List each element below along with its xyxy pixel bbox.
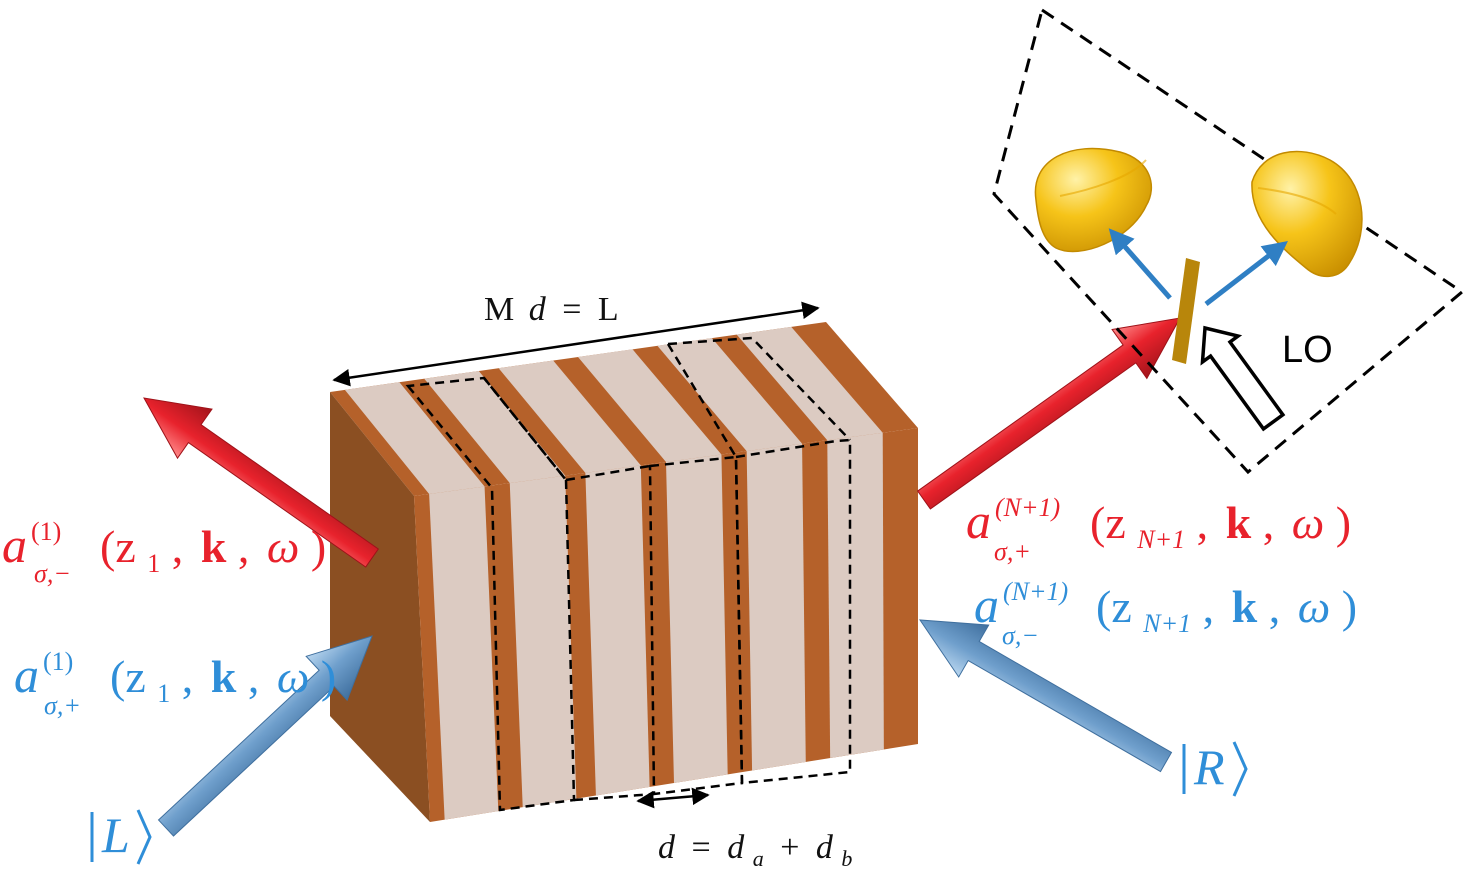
lo-sup: (1) [31, 517, 61, 546]
front-light-layer [509, 475, 577, 808]
svg-text:a (1): a (1) [2, 517, 61, 573]
ri-sup: (N+1) [1003, 577, 1068, 606]
reflected-left-arrow [143, 397, 380, 568]
block-left-face [330, 392, 430, 822]
dim-m: M [484, 291, 514, 328]
ro-close: ) [1336, 497, 1351, 548]
incident-left-arrow [157, 635, 373, 837]
period-eq: = [692, 829, 711, 866]
ket-right: R [1182, 739, 1248, 797]
transmitted-right-arrow [916, 317, 1181, 510]
incident-right-arrow [919, 619, 1173, 773]
li-omega: ω [277, 651, 309, 702]
period-da: d [727, 829, 745, 866]
ri-open: (z [1096, 581, 1132, 632]
front-layer-stripes [429, 432, 884, 820]
ri-a: a [974, 577, 999, 633]
label-left-input: a (1) σ,+ (z 1 , k , ω ) [14, 647, 336, 720]
ri-c1: , [1203, 581, 1215, 632]
period-plus: + [780, 829, 799, 866]
period-db: d [816, 829, 834, 866]
lo-sub: σ,− [34, 559, 71, 588]
li-k: k [211, 651, 237, 702]
svg-text:M d = L: M d = L [484, 291, 619, 328]
dim-l: L [598, 291, 619, 328]
ket-left-symbol: L [101, 807, 130, 863]
ri-c2: , [1269, 581, 1281, 632]
label-right-input: a (N+1) σ,− (z N+1 , k , ω ) [974, 577, 1357, 650]
svg-text:(z 1 , k: (z 1 , k , ω ) [110, 651, 336, 712]
ri-close: ) [1342, 581, 1357, 632]
svg-text:(z 1 , k: (z 1 , k , ω ) [100, 521, 326, 582]
svg-text:a (N+1): a (N+1) [974, 577, 1068, 633]
li-close: ) [321, 651, 336, 702]
period-dimension: d = d a + d b [636, 787, 852, 874]
lo-c2: , [238, 521, 250, 572]
top-light-layer [424, 371, 566, 484]
li-c2: , [248, 651, 260, 702]
split-beam-left [1108, 228, 1172, 300]
period-sub-b: b [841, 846, 852, 871]
lo-zsub: 1 [147, 549, 160, 578]
front-light-layer [746, 443, 806, 771]
front-light-layer [429, 486, 499, 820]
ro-open: (z [1090, 497, 1126, 548]
li-sub: σ,+ [44, 691, 81, 720]
li-zsub: 1 [157, 679, 170, 708]
lo-k: k [201, 521, 227, 572]
li-a: a [14, 647, 39, 703]
lo-label: LO [1282, 329, 1333, 371]
label-right-output: a (N+1) σ,+ (z N+1 , k , ω ) [966, 493, 1351, 566]
ro-c1: , [1197, 497, 1209, 548]
left-photodetector [1034, 147, 1153, 253]
lo-omega: ω [267, 521, 299, 572]
svg-text:(z N+1 , k: (z N+1 , k , ω ) [1096, 581, 1357, 642]
svg-text:d = d a: d = d a + d b [658, 829, 852, 874]
front-light-layer [666, 454, 728, 783]
svg-text:(z N+1 , k: (z N+1 , k , ω ) [1090, 497, 1351, 558]
ro-zsub: N+1 [1136, 525, 1185, 554]
beam-splitter [1172, 258, 1200, 364]
svg-text:a (1): a (1) [14, 647, 73, 703]
front-light-layer [585, 465, 650, 796]
lo-a: a [2, 517, 27, 573]
lo-open: (z [100, 521, 136, 572]
ro-a: a [966, 493, 991, 549]
dim-d: d [529, 291, 547, 328]
ro-sup: (N+1) [995, 493, 1060, 522]
multilayer-block [330, 322, 918, 822]
li-open: (z [110, 651, 146, 702]
lo-close: ) [311, 521, 326, 572]
ro-c2: , [1263, 497, 1275, 548]
ket-left: L [90, 807, 152, 865]
label-left-output: a (1) σ,− (z 1 , k , ω ) [2, 517, 326, 588]
period-d: d [658, 829, 676, 866]
ro-k: k [1226, 497, 1252, 548]
li-sup: (1) [43, 647, 73, 676]
ri-k: k [1232, 581, 1258, 632]
split-beam-right [1204, 240, 1288, 306]
ri-zsub: N+1 [1142, 609, 1191, 638]
front-light-layer [827, 432, 884, 759]
local-oscillator-arrow [1200, 325, 1286, 432]
right-photodetector [1251, 150, 1363, 277]
ro-omega: ω [1292, 497, 1324, 548]
top-light-layer [344, 382, 485, 494]
period-sub-a: a [753, 846, 764, 871]
lo-c1: , [172, 521, 184, 572]
field-arrows [143, 317, 1181, 837]
detector-dashed-frame [992, 7, 1465, 475]
svg-text:a (N+1): a (N+1) [966, 493, 1060, 549]
homodyne-detector: LO [992, 7, 1465, 475]
dim-eq: = [562, 291, 581, 328]
ri-sub: σ,− [1002, 621, 1039, 650]
top-light-layer [498, 360, 641, 473]
ro-sub: σ,+ [994, 537, 1031, 566]
ket-right-symbol: R [1193, 739, 1225, 795]
ri-omega: ω [1298, 581, 1330, 632]
li-c1: , [182, 651, 194, 702]
length-dimension: M d = L [332, 291, 820, 387]
